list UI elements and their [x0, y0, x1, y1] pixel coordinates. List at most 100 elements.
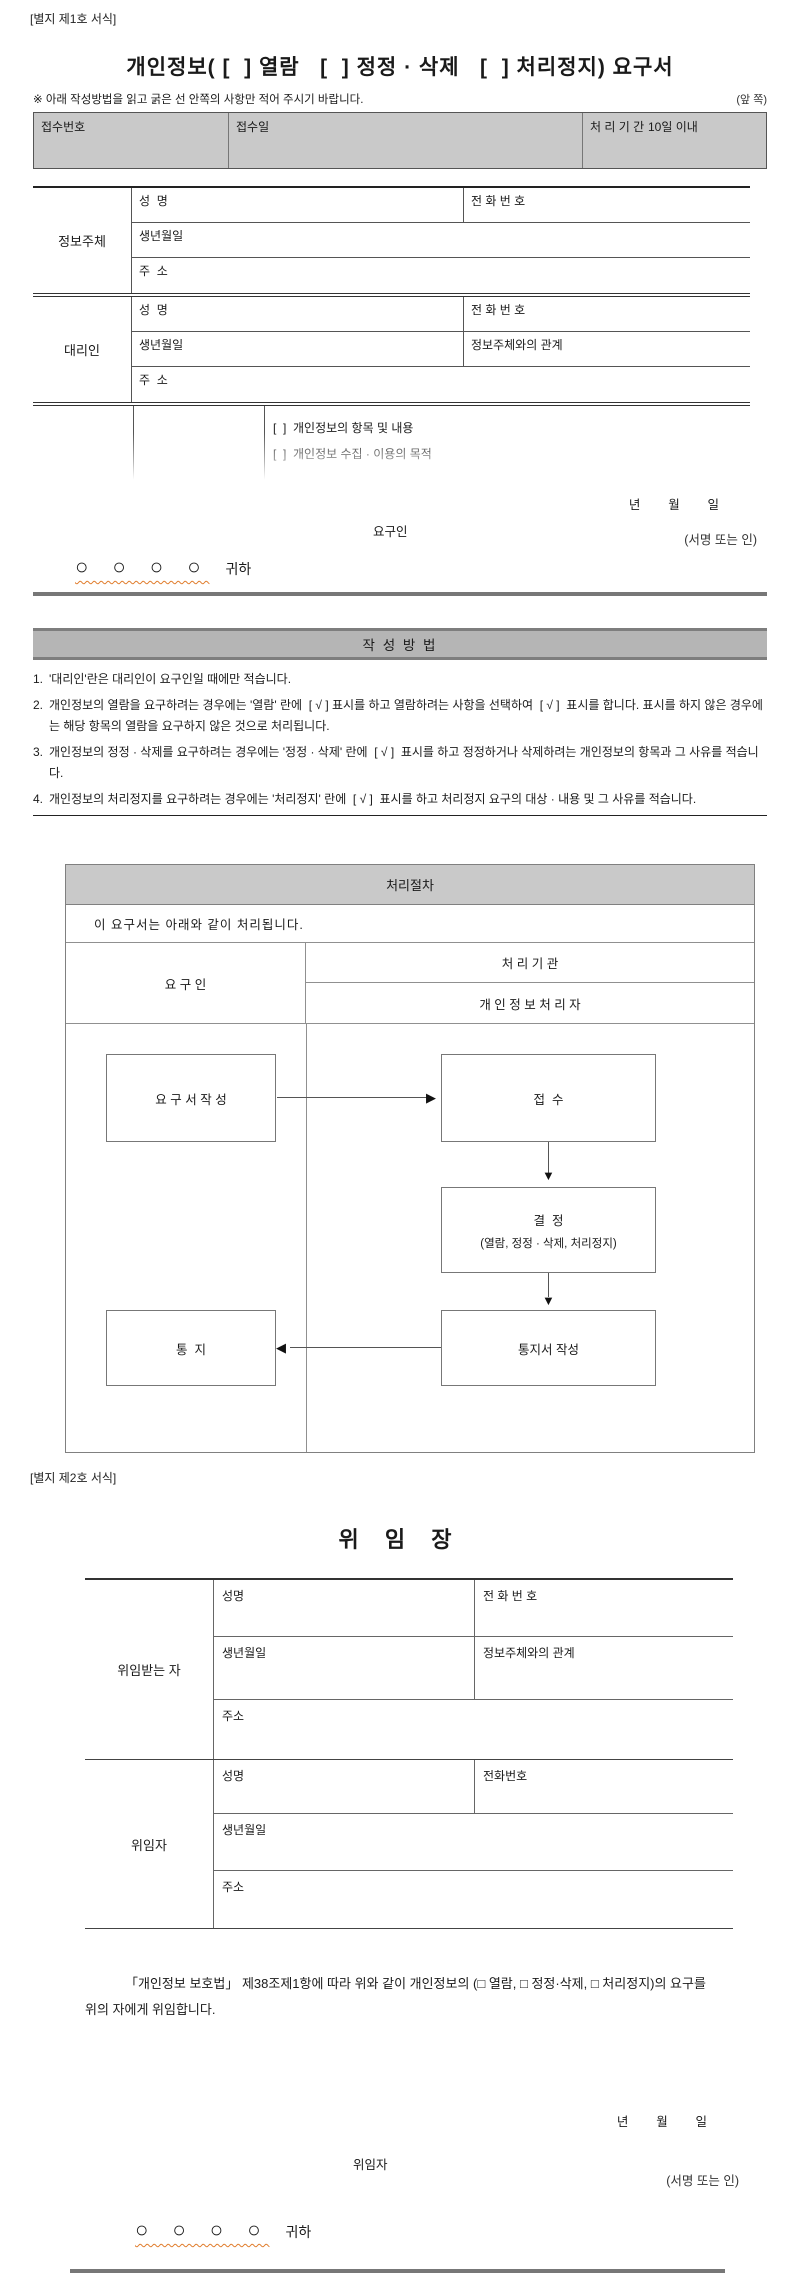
procedure-flowchart: 요 구 서 작 성 접 수 결 정 (열람, 정정 · 삭제, 처리정지) 통지…	[66, 1024, 754, 1452]
form1-requester-label: 요구인	[373, 525, 408, 539]
procedure-title: 처리절차	[66, 865, 754, 905]
form1-addressee-placeholder: ○ ○ ○ ○	[75, 554, 210, 579]
howto-item: 1. '대리인'란은 대리인이 요구인일 때에만 적습니다.	[33, 669, 767, 690]
form2-delegator-sign-label: 위임자	[353, 2158, 388, 2172]
procedure-table: 처리절차 이 요구서는 아래와 같이 처리됩니다. 요 구 인 처 리 기 관 …	[65, 864, 755, 1453]
howto-title-bar: 작 성 방 법	[33, 628, 767, 660]
subject-group: 정보주체 성 명 전 화 번 호 생년월일 주 소	[33, 188, 750, 297]
form2-sign-label: (서명 또는 인)	[666, 2174, 739, 2188]
document-page: [별지 제1호 서식] 개인정보( [ ] 열람 [ ] 정정 · 삭제 [ ]…	[30, 12, 767, 2273]
delegate-name-label: 성명	[222, 1589, 245, 1603]
processing-period-cell: 처 리 기 간 10일 이내	[583, 113, 766, 168]
delegate-phone-label: 전 화 번 호	[474, 1580, 733, 1636]
procedure-col-requester: 요 구 인	[66, 943, 306, 1023]
agent-address-row: 주 소	[132, 367, 750, 402]
flow-step-label: 접 수	[533, 1092, 564, 1107]
agent-phone-label: 전 화 번 호	[463, 297, 750, 331]
flow-step-label: 요 구 서 작 성	[155, 1092, 227, 1107]
flow-connector-line	[548, 1142, 549, 1173]
flow-step-receive: 접 수	[441, 1054, 656, 1142]
delegator-address-label: 주소	[222, 1880, 245, 1894]
form2-title: 위 임 장	[338, 1527, 462, 1552]
delegator-birth-row: 생년월일	[214, 1814, 733, 1871]
table-divider	[264, 406, 265, 480]
form2-addressee-row: ○ ○ ○ ○ 귀하	[135, 2217, 767, 2243]
howto-item: 4. 개인정보의 처리정지를 요구하려는 경우에는 '처리정지' 란에 [ √ …	[33, 789, 767, 810]
form1-addressee-suffix: 귀하	[225, 561, 252, 577]
delegate-address-label: 주소	[222, 1709, 245, 1723]
delegator-name-row: 성명 전화번호	[214, 1760, 733, 1814]
page-side-label: (앞 쪽)	[736, 94, 767, 106]
flow-step-sublabel: (열람, 정정 · 삭제, 처리정지)	[480, 1237, 617, 1250]
howto-bottom-rule	[33, 815, 767, 816]
section-divider-rule	[33, 592, 767, 596]
delegator-name-label: 성명	[222, 1769, 245, 1783]
processing-period-label: 처 리 기 간	[590, 120, 645, 134]
procedure-column-headers: 요 구 인 처 리 기 관 개 인 정 보 처 리 자	[66, 943, 754, 1024]
agent-group-label: 대리인	[64, 343, 100, 358]
receipt-header-table: 접수번호 접수일 처 리 기 간 10일 이내	[33, 112, 767, 169]
form1-date-line: 년 월 일	[628, 498, 719, 512]
flow-step-write-notice: 통지서 작성	[441, 1310, 656, 1386]
flow-connector-line	[277, 1097, 429, 1098]
howto-item-text: 개인정보의 정정 · 삭제를 요구하려는 경우에는 '정정 · 삭제' 란에 […	[49, 745, 759, 780]
page-bottom-rule	[70, 2269, 725, 2273]
request-item-checkbox-2: [ ] 개인정보 수집 · 이용의 목적	[273, 447, 432, 461]
delegator-address-row: 주소	[214, 1871, 733, 1928]
form1-sign-label: (서명 또는 인)	[684, 533, 757, 547]
subject-name-row: 성 명 전 화 번 호	[132, 188, 750, 223]
processing-period-value: 10일 이내	[648, 120, 698, 134]
form2-date-line: 년 월 일	[616, 2115, 707, 2129]
procedure-intro: 이 요구서는 아래와 같이 처리됩니다.	[66, 905, 754, 943]
form1-instruction: ※ 아래 작성방법을 읽고 굵은 선 안쪽의 사항만 적어 주시기 바랍니다.	[33, 94, 364, 106]
agent-group: 대리인 성 명 전 화 번 호 생년월일 정보주체와의 관계 주 소	[33, 297, 750, 406]
delegate-group: 위임받는 자 성명 전 화 번 호 생년월일 정보주체와의 관계 주소	[85, 1580, 733, 1760]
procedure-col-processor: 개 인 정 보 처 리 자	[479, 997, 581, 1012]
howto-item-text: '대리인'란은 대리인이 요구인일 때에만 적습니다.	[49, 672, 292, 686]
delegator-birth-label: 생년월일	[222, 1823, 267, 1837]
flow-step-label: 통 지	[176, 1342, 206, 1357]
subject-address-label: 주 소	[139, 264, 168, 278]
delegate-group-label: 위임받는 자	[117, 1663, 181, 1678]
agent-name-row: 성 명 전 화 번 호	[132, 297, 750, 332]
form2-signature-row: 위임자 (서명 또는 인)	[33, 2154, 767, 2189]
agent-relation-label: 정보주체와의 관계	[463, 332, 750, 366]
delegator-phone-label: 전화번호	[474, 1760, 733, 1813]
flow-step-label: 통지서 작성	[518, 1342, 579, 1357]
delegate-name-row: 성명 전 화 번 호	[214, 1580, 733, 1637]
flow-step-decide: 결 정 (열람, 정정 · 삭제, 처리정지)	[441, 1187, 656, 1273]
agent-address-label: 주 소	[139, 373, 168, 387]
howto-item-text: 개인정보의 처리정지를 요구하려는 경우에는 '처리정지' 란에 [ √ ] 표…	[49, 792, 697, 806]
howto-list: 1. '대리인'란은 대리인이 요구인일 때에만 적습니다. 2. 개인정보의 …	[33, 669, 767, 810]
procedure-col-agency: 처 리 기 관	[306, 943, 754, 983]
delegate-relation-label: 정보주체와의 관계	[474, 1637, 733, 1699]
delegate-birth-row: 생년월일 정보주체와의 관계	[214, 1637, 733, 1700]
howto-item-text: 개인정보의 열람을 요구하려는 경우에는 '열람' 란에 [ √ ] 표시를 하…	[49, 698, 763, 733]
form1-signature-row: 요구인 (서명 또는 인)	[33, 521, 767, 548]
flow-step-label: 결 정	[533, 1213, 564, 1228]
howto-item-number: 3.	[33, 745, 44, 759]
form2-addressee-suffix: 귀하	[285, 2224, 312, 2240]
howto-item: 2. 개인정보의 열람을 요구하려는 경우에는 '열람' 란에 [ √ ] 표시…	[33, 695, 767, 737]
agent-birth-row: 생년월일 정보주체와의 관계	[132, 332, 750, 367]
form1-attachment-label: [별지 제1호 서식]	[30, 12, 117, 26]
agent-birth-label: 생년월일	[139, 338, 184, 352]
form2-attachment-label: [별지 제2호 서식]	[30, 1471, 117, 1485]
receipt-date-cell: 접수일	[229, 113, 583, 168]
delegate-birth-label: 생년월일	[222, 1646, 267, 1660]
table-divider	[133, 406, 134, 480]
form1-main-table: 정보주체 성 명 전 화 번 호 생년월일 주 소 대리인 성 명	[33, 186, 750, 482]
delegate-address-row: 주소	[214, 1700, 733, 1759]
flow-step-notice: 통 지	[106, 1310, 276, 1386]
form1-note-row: ※ 아래 작성방법을 읽고 굵은 선 안쪽의 사항만 적어 주시기 바랍니다. …	[33, 91, 767, 107]
subject-birth-row: 생년월일	[132, 223, 750, 258]
howto-item: 3. 개인정보의 정정 · 삭제를 요구하려는 경우에는 '정정 · 삭제' 란…	[33, 742, 767, 784]
form2-main-table: 위임받는 자 성명 전 화 번 호 생년월일 정보주체와의 관계 주소 위임자	[85, 1578, 733, 1929]
subject-birth-label: 생년월일	[139, 229, 184, 243]
arrow-left-icon: ◀	[276, 1340, 286, 1355]
howto-item-number: 4.	[33, 792, 44, 806]
form1-title: 개인정보( [ ] 열람 [ ] 정정 · 삭제 [ ] 처리정지) 요구서	[126, 56, 674, 79]
agent-name-label: 성 명	[139, 303, 168, 317]
subject-phone-label: 전 화 번 호	[463, 188, 750, 222]
flow-connector-line	[290, 1347, 441, 1348]
